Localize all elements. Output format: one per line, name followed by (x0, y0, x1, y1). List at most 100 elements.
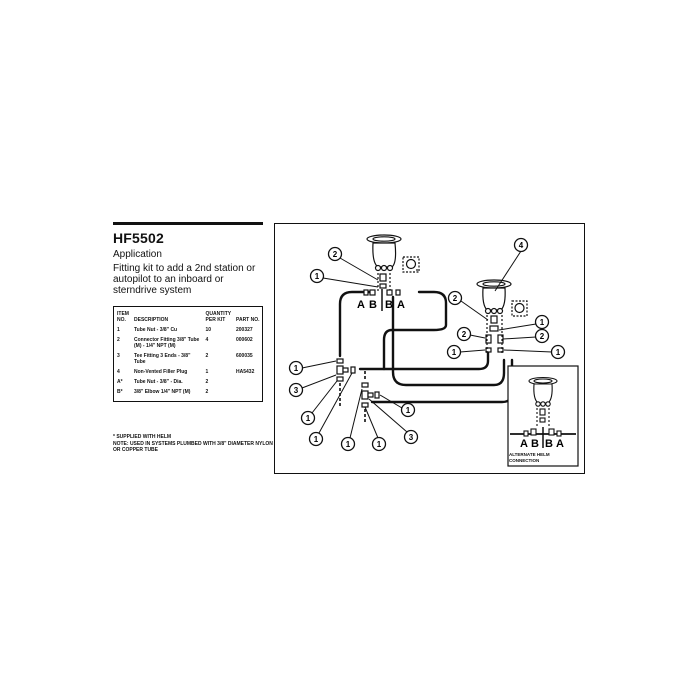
table-row: 3 Tee Fitting 3 Ends - 3/8" Tube 2 60003… (114, 351, 263, 367)
table-row: 2 Connector Fitting 3/8" Tube (M) - 1/4"… (114, 335, 263, 351)
callout-bubble: 2 (447, 290, 463, 306)
cell-item: A* (117, 379, 123, 385)
cell-part (233, 377, 263, 387)
table-row: 1 Tube Nut - 3/8" Cu 10 200327 (114, 325, 263, 335)
helm-main (363, 234, 420, 311)
cell-part: 600035 (236, 353, 253, 359)
svg-text:4: 4 (519, 241, 524, 250)
helm-pump-icon (533, 383, 553, 404)
tee-assembly-lower (361, 371, 380, 423)
callout-bubble: 2 (534, 328, 550, 344)
header-description: DESCRIPTION (134, 317, 169, 323)
application-heading: Application (113, 249, 162, 260)
header-quantity: QUANTITY PER KIT (205, 311, 231, 323)
cell-description: Tube Nut - 3/8" Cu (134, 327, 178, 333)
svg-text:3: 3 (294, 386, 299, 395)
table-header-row: ITEM NO. DESCRIPTION QUANTITY PER KIT PA… (114, 307, 263, 326)
callout-bubble: 1 (300, 410, 316, 426)
svg-text:3: 3 (409, 433, 414, 442)
filler-plug-detail-icon (511, 300, 528, 317)
svg-text:1: 1 (452, 348, 457, 357)
svg-text:1: 1 (556, 348, 561, 357)
svg-text:1: 1 (540, 318, 545, 327)
cell-part: 000602 (236, 337, 253, 343)
cell-description: 3/8" Elbow 1/4" NPT (M) (134, 389, 191, 395)
callout-bubble: 4 (513, 237, 529, 253)
port-label-a: A (397, 299, 405, 311)
callout-leaders (301, 250, 553, 439)
svg-text:1: 1 (294, 364, 299, 373)
callout-bubble: 1 (446, 344, 462, 360)
cell-item: 2 (117, 337, 120, 343)
cell-item: 4 (117, 369, 120, 375)
notes: * SUPPLIED WITH HELM NOTE: USED IN SYSTE… (113, 434, 273, 454)
port-label-b: B (385, 299, 393, 311)
svg-text:1: 1 (346, 440, 351, 449)
svg-text:2: 2 (453, 294, 458, 303)
alt-port-label-a: A (556, 438, 564, 450)
supplied-note: * SUPPLIED WITH HELM (113, 434, 172, 440)
stray-dot (416, 269, 418, 271)
svg-text:1: 1 (377, 440, 382, 449)
callout-bubble: 1 (534, 314, 550, 330)
callout-bubble: 1 (371, 436, 387, 452)
svg-text:2: 2 (540, 332, 545, 341)
cell-item: 3 (117, 353, 120, 359)
svg-text:1: 1 (314, 435, 319, 444)
cell-description: Non-Vented Filler Plug (134, 369, 188, 375)
callouts: 2 1 4 2 1 2 2 1 1 1 3 1 1 1 1 3 1 (288, 237, 566, 452)
cell-description: Tube Nut - 3/8" - Dia. (134, 379, 183, 385)
cell-quantity: 1 (205, 369, 209, 375)
svg-text:2: 2 (333, 250, 338, 259)
header-item: ITEM NO. (117, 311, 129, 323)
diagram-frame (274, 223, 585, 474)
cell-part: 200327 (236, 327, 253, 333)
svg-text:2: 2 (462, 330, 467, 339)
callout-bubble: 1 (400, 402, 416, 418)
cell-description: Connector Fitting 3/8" Tube (M) - 1/4" N… (134, 337, 200, 349)
port-label-b: B (369, 299, 377, 311)
usage-note: NOTE: USED IN SYSTEMS PLUMBED WITH 3/8" … (113, 440, 273, 454)
model-number: HF5502 (113, 230, 165, 246)
cell-quantity: 2 (205, 389, 209, 395)
alt-port-label-b: B (545, 438, 553, 450)
callout-bubble: 1 (550, 344, 566, 360)
alternate-helm-inset: A B B A (507, 365, 579, 467)
cell-quantity: 4 (205, 337, 209, 343)
svg-text:1: 1 (306, 414, 311, 423)
callout-bubble: 1 (340, 436, 356, 452)
product-info: HF5502 Application Fitting kit to add a … (113, 222, 263, 296)
helm-second (476, 279, 528, 355)
callout-bubble: 3 (288, 382, 304, 398)
helm-pump-icon (372, 242, 397, 268)
alt-port-label-b: B (531, 438, 539, 450)
callout-bubble: 1 (288, 360, 304, 376)
cell-quantity: 10 (205, 327, 212, 333)
heading-rule (113, 222, 263, 225)
application-text: Fitting kit to add a 2nd station or auto… (113, 263, 256, 296)
table-row: A* Tube Nut - 3/8" - Dia. 2 (114, 377, 263, 387)
svg-text:1: 1 (315, 272, 320, 281)
table-row: 4 Non-Vented Filler Plug 1 HA5432 (114, 367, 263, 377)
cell-part (233, 387, 263, 402)
cell-quantity: 2 (205, 379, 209, 385)
callout-bubble: 1 (308, 431, 324, 447)
parts-table: ITEM NO. DESCRIPTION QUANTITY PER KIT PA… (113, 306, 263, 402)
cell-part: HA5432 (236, 369, 255, 375)
cell-item: 1 (117, 327, 120, 333)
port-label-a: A (357, 299, 365, 311)
callout-bubble: 2 (327, 246, 343, 262)
cell-item: B* (117, 389, 123, 395)
callout-bubble: 2 (456, 326, 472, 342)
callout-bubble: 1 (309, 268, 325, 284)
cell-description: Tee Fitting 3 Ends - 3/8" Tube (134, 353, 191, 365)
svg-text:1: 1 (406, 406, 411, 415)
alternate-helm-label: ALTERNATE HELM CONNECTION (509, 452, 550, 463)
header-part: PART NO. (236, 317, 260, 323)
cell-quantity: 2 (205, 353, 209, 359)
alt-port-label-a: A (520, 438, 528, 450)
filler-plug-detail-icon (402, 256, 420, 273)
helm-pump-icon (482, 287, 506, 311)
plumbing-diagram: A B B A (288, 234, 579, 467)
table-row: B* 3/8" Elbow 1/4" NPT (M) 2 (114, 387, 263, 402)
